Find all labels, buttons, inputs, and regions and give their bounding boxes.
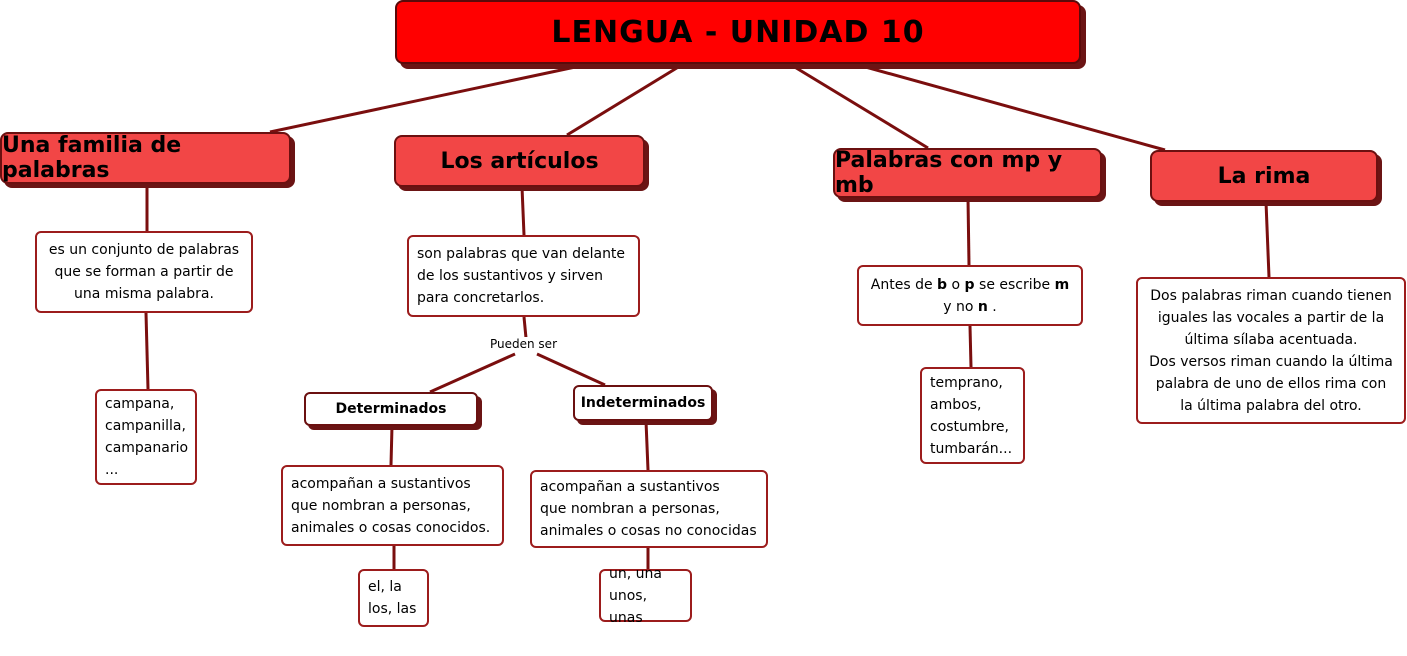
indeterminados-definition-text: acompañan a sustantivos que nombran a pe… [540, 479, 757, 539]
link-label-pueden-ser: Pueden ser [488, 337, 560, 351]
connector-articulos-definition [520, 186, 526, 236]
connector-pueden-indeterminados [536, 352, 606, 387]
articulos-definition-text: son palabras que van delante de los sust… [417, 246, 626, 306]
familia-definition-box: es un conjunto de palabras que se forman… [35, 231, 253, 313]
connector-title-rima [861, 64, 1166, 152]
connector-familia-examples [144, 312, 150, 390]
familia-examples-text: campana, campanilla, campanario ... [105, 396, 189, 478]
connector-title-mpmb [792, 64, 929, 150]
connector-title-familia [269, 64, 581, 134]
rule-text-1: Antes de [870, 276, 938, 293]
topic-mpmb: Palabras con mp y mb [833, 148, 1102, 198]
topic-familia-text: Una familia de palabras [2, 133, 182, 183]
topic-articulos: Los artículos [394, 135, 645, 187]
mpmb-examples-box: temprano, ambos, costumbre, tumbarán... [920, 367, 1025, 464]
indeterminados-node: Indeterminados [573, 385, 713, 421]
map-title-text: LENGUA - UNIDAD 10 [551, 14, 925, 50]
rule-text-2: o [947, 276, 965, 293]
rima-definition-text: Dos palabras riman cuando tienen iguales… [1149, 287, 1393, 414]
topic-rima: La rima [1150, 150, 1378, 202]
connector-determinados-definition [389, 425, 394, 466]
connector-mpmb-rule [966, 197, 971, 266]
mpmb-rule-box: Antes de b o p se escribe m y no n . [857, 265, 1083, 326]
articulos-definition-box: son palabras que van delante de los sust… [407, 235, 640, 317]
familia-definition-text: es un conjunto de palabras que se forman… [48, 242, 240, 302]
topic-rima-text: La rima [1217, 163, 1311, 189]
rule-text-3: se escribe [974, 276, 1055, 293]
determinados-definition-text: acompañan a sustantivos que nombran a pe… [291, 475, 491, 536]
mpmb-examples-text: temprano, ambos, costumbre, tumbarán... [930, 374, 1013, 457]
mpmb-rule-text: Antes de b o p se escribe m y no n . [871, 274, 1069, 318]
topic-familia: Una familia de palabras [0, 132, 291, 184]
topic-articulos-text: Los artículos [440, 148, 599, 174]
rule-letter-n: n [977, 298, 988, 315]
connector-indeterminados-definition [644, 420, 650, 471]
familia-examples-box: campana, campanilla, campanario ... [95, 389, 197, 485]
rima-definition-box: Dos palabras riman cuando tienen iguales… [1136, 277, 1406, 424]
topic-mpmb-text: Palabras con mp y mb [835, 148, 1063, 198]
determinados-examples-box: el, la los, las [358, 569, 429, 627]
connector-articulos-pueden [522, 316, 528, 339]
determinados-node: Determinados [304, 392, 478, 426]
rule-letter-m: m [1054, 276, 1070, 293]
map-title: LENGUA - UNIDAD 10 [395, 0, 1081, 64]
indeterminados-examples-text: un, una unos, unas [609, 565, 662, 626]
indeterminados-examples-box: un, una unos, unas [599, 566, 692, 626]
rule-text-5: . [987, 298, 997, 315]
indeterminados-definition-box: acompañan a sustantivos que nombran a pe… [530, 470, 768, 548]
connector-pueden-determinados [429, 352, 516, 394]
rule-letter-p: p [964, 276, 975, 293]
indeterminados-label: Indeterminados [580, 395, 706, 411]
determinados-label: Determinados [335, 401, 447, 417]
connector-rima-definition [1264, 201, 1271, 278]
connector-mpmb-examples [968, 325, 973, 368]
determinados-examples-text: el, la los, las [368, 579, 417, 617]
determinados-definition-box: acompañan a sustantivos que nombran a pe… [281, 465, 504, 546]
rule-letter-b: b [937, 276, 948, 293]
connector-title-articulos [566, 64, 681, 137]
rule-text-4: y no [943, 298, 978, 315]
